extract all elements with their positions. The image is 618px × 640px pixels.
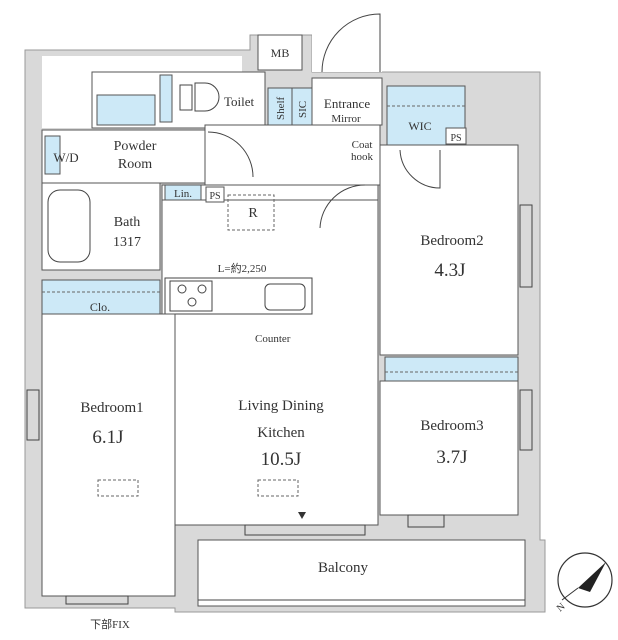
toilet-tank: [179, 84, 193, 111]
ldk-ceiling-mark: [257, 479, 299, 497]
bedroom3-window[interactable]: [519, 389, 533, 451]
bedroom3-window-bottom[interactable]: [407, 514, 445, 528]
powder-shelf: [96, 94, 156, 126]
mb-label: MB: [271, 46, 290, 60]
balcony-label: Balcony: [318, 560, 368, 576]
linen-closet: [164, 184, 202, 201]
burner-icon: [187, 297, 197, 307]
powder-label-2: Room: [118, 157, 152, 172]
ldk-door[interactable]: [319, 184, 366, 229]
balcony: [197, 539, 526, 607]
bedroom2-size: 4.3J: [434, 260, 465, 281]
bedroom2-label: Bedroom2: [420, 233, 483, 249]
bedroom3: [379, 380, 519, 516]
clo-label: Clo.: [90, 300, 110, 314]
counter-label: Counter: [255, 333, 291, 345]
r-label: R: [248, 206, 258, 221]
bedroom2: [379, 144, 519, 356]
bedroom1-window[interactable]: [26, 389, 40, 441]
bathtub-icon: [47, 189, 91, 263]
hallway: [204, 124, 381, 186]
bedroom3-label: Bedroom3: [420, 418, 483, 434]
entrance: [311, 77, 383, 126]
compass-label: N: [555, 601, 568, 614]
exterior-gap: [92, 56, 242, 72]
ps-box: [445, 127, 467, 145]
kitchen-length-label: L=約2,250: [218, 261, 267, 275]
ldk-label-1: Living Dining: [238, 398, 324, 414]
kitchen-counter: [164, 277, 313, 315]
fridge-space: [227, 194, 275, 231]
burner-icon: [197, 284, 207, 294]
shelf-label: Shelf: [275, 96, 287, 120]
sic-label: SIC: [297, 101, 309, 118]
entrance-door[interactable]: [321, 13, 381, 73]
living-dining-kitchen: [161, 199, 379, 526]
fix-label: 下部FIX: [90, 617, 130, 631]
bedroom1-size: 6.1J: [92, 427, 123, 448]
coat-label-1: Coat: [352, 139, 373, 151]
bedroom1-label: Bedroom1: [80, 400, 143, 416]
bedroom2-window[interactable]: [519, 204, 533, 288]
fix-window[interactable]: [65, 595, 129, 605]
lin-label: Lin.: [174, 188, 192, 200]
coat-label-2: hook: [351, 151, 374, 163]
powder-door[interactable]: [207, 131, 254, 178]
stove-icon: [169, 280, 213, 312]
toilet-shelf: [159, 74, 173, 123]
bedroom3-size: 3.7J: [436, 447, 467, 468]
mb-room: [257, 34, 303, 71]
bath-label: Bath: [114, 215, 140, 230]
bedroom1-ceiling-mark: [97, 479, 139, 497]
ldk-label-2: Kitchen: [257, 425, 305, 441]
ps-label: PS: [450, 133, 461, 144]
mirror-label: Mirror: [331, 113, 361, 125]
entrance-porch: [312, 0, 382, 72]
bath: [41, 182, 161, 271]
balcony-sliding-door[interactable]: [244, 524, 366, 536]
sink-icon: [264, 283, 306, 311]
ldk-marker-icon: [298, 512, 306, 519]
ldk-size: 10.5J: [261, 449, 302, 470]
toilet-bowl-icon: [194, 82, 220, 112]
exterior-gap: [42, 56, 92, 128]
bath-size: 1317: [113, 235, 141, 250]
north-arrow-icon: N: [555, 552, 613, 614]
toilet-label: Toilet: [224, 94, 255, 109]
wd-label: W/D: [53, 150, 78, 165]
entrance-label: Entrance: [324, 96, 370, 111]
bedroom1-closet: [41, 279, 161, 315]
ps-box-mid: [205, 186, 225, 203]
powder-label-1: Powder: [114, 139, 157, 154]
burner-icon: [177, 284, 187, 294]
washer-space: [44, 135, 61, 175]
bedroom3-closet: [384, 356, 519, 382]
wic-door[interactable]: [399, 149, 441, 189]
bedroom1: [41, 313, 176, 597]
wic-label: WIC: [408, 119, 431, 133]
ps-mid-label: PS: [209, 191, 220, 202]
